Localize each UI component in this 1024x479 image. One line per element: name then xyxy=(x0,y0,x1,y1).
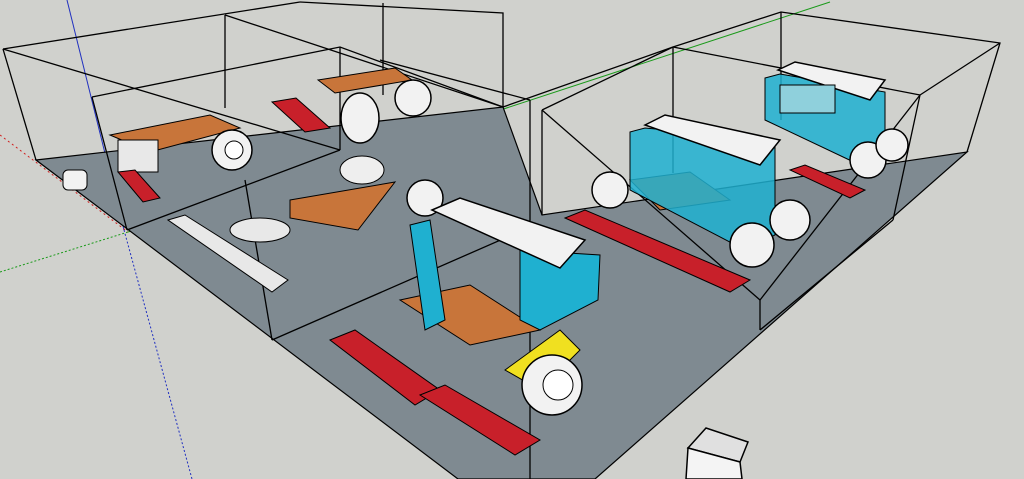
display-panel xyxy=(779,84,836,114)
rail-back xyxy=(418,384,541,456)
chassis xyxy=(117,139,159,173)
wheel xyxy=(875,128,909,162)
roller xyxy=(430,197,587,269)
frame-left xyxy=(409,219,446,331)
gripper-disc xyxy=(340,92,380,144)
rail xyxy=(117,169,161,203)
robot-right-middle[interactable] xyxy=(563,114,811,293)
gripper-arm xyxy=(339,155,385,185)
plate xyxy=(289,181,397,231)
wheel xyxy=(591,171,629,209)
bracket-side xyxy=(685,447,743,479)
servo xyxy=(62,169,88,191)
wheel xyxy=(394,79,432,117)
wheel xyxy=(406,179,444,217)
robot-front[interactable] xyxy=(328,197,601,456)
robot-right-back[interactable] xyxy=(764,61,909,199)
rail xyxy=(270,97,332,133)
frame xyxy=(629,127,776,251)
frame-right xyxy=(519,249,601,331)
roller xyxy=(643,114,782,166)
robot-back-left[interactable] xyxy=(62,114,253,203)
wheel-hub xyxy=(224,140,244,160)
robot-back-middle[interactable] xyxy=(270,67,432,185)
rail xyxy=(788,164,867,199)
turntable xyxy=(229,217,291,243)
base-plate xyxy=(166,214,289,293)
wheel-hub xyxy=(542,369,574,401)
green-axis-dotted xyxy=(0,231,129,273)
blue-axis-dotted xyxy=(123,229,193,479)
loose-bracket-part[interactable] xyxy=(685,427,749,479)
robot-front-left-base[interactable] xyxy=(166,179,444,293)
roller xyxy=(775,61,887,101)
wheel xyxy=(769,199,811,241)
wheel xyxy=(729,222,775,268)
rail xyxy=(563,209,752,293)
